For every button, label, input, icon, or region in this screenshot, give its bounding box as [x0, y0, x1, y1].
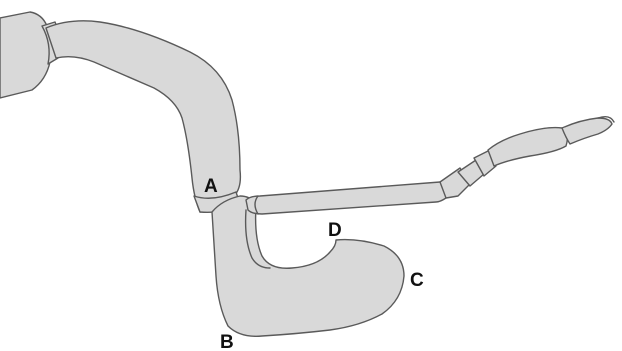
label-a: A [204, 176, 218, 197]
claw-tip [597, 115, 615, 123]
label-c: C [410, 270, 424, 291]
tibia-hook-segment [211, 195, 405, 337]
tarsomere-4 [487, 126, 569, 167]
tarsus-segment [245, 181, 447, 215]
claw-segment [561, 117, 613, 145]
label-b: B [220, 332, 234, 351]
tarsus-ring [254, 195, 259, 215]
tibia-inner-fold [244, 209, 271, 269]
label-d: D [328, 220, 342, 241]
